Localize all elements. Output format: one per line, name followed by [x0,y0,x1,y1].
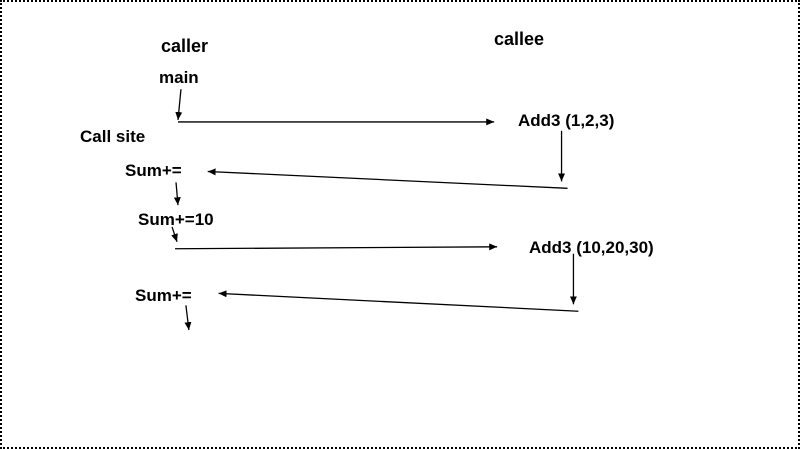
arrow-final-down [184,305,192,331]
arrow-sum1-to-sum10 [173,182,181,206]
label-sum-1: Sum+= [125,161,182,180]
column-header-callee: callee [494,29,545,49]
arrow-call-add3-second [175,243,498,251]
arrow-return-second [218,290,579,312]
label-sum-10: Sum+=10 [138,210,214,229]
arrow-main-to-callsite [175,89,183,121]
label-sum-2: Sum+= [135,286,192,305]
label-main: main [159,68,199,87]
arrow-return-first [207,168,568,189]
arrow-sum10-down [171,226,178,243]
column-header-caller: caller [161,36,209,56]
label-add3-call-1: Add3 (1,2,3) [518,111,615,130]
label-call-site: Call site [80,127,146,146]
label-add3-call-2: Add3 (10,20,30) [529,238,654,257]
